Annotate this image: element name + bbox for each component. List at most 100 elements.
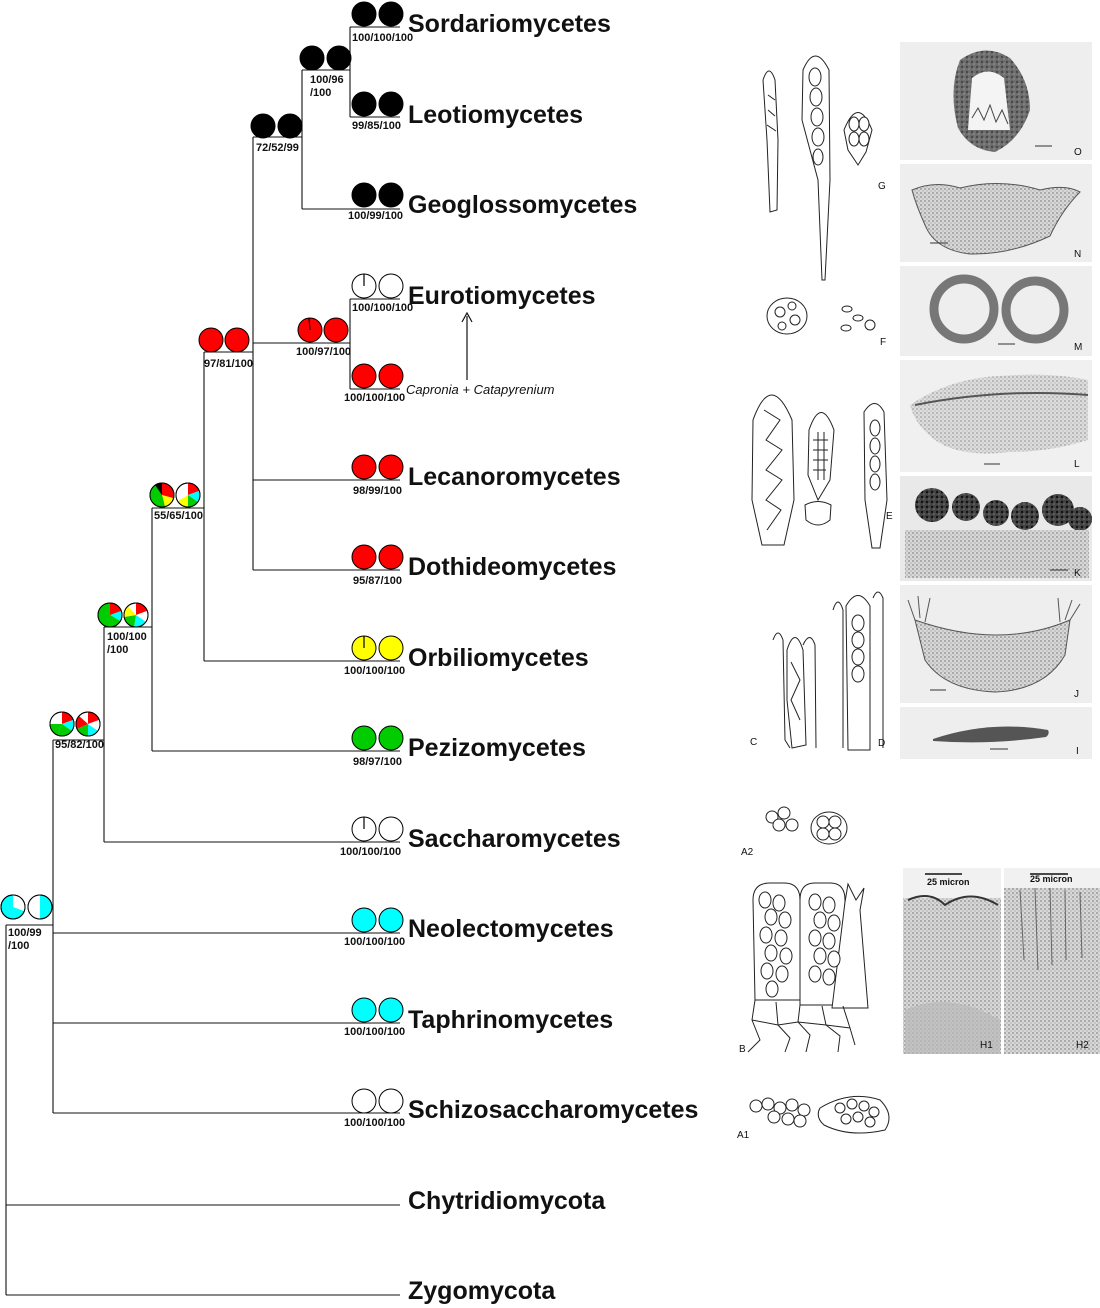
support-taphrinomycetes: 100/100/100 [344,1026,405,1038]
micrograph-o [900,42,1092,160]
drawing-g-asci [762,55,873,281]
pie-neolecto-2 [378,907,404,933]
pie-node-saccharo-group-2 [75,711,101,737]
pie-node-root-2 [27,894,53,920]
pie-pezizo-1 [351,725,377,751]
pie-node-sord-leot-1 [299,45,325,71]
panel-label-c: C [750,737,757,748]
drawing-cd-asci [772,591,884,751]
tip-pies-dothideomycetes [351,544,404,570]
pie-node-euro-1 [297,317,323,343]
support-node-root-line2: /100 [8,940,29,952]
taxon-lecanoromycetes: Lecanoromycetes [408,463,621,491]
pie-sordario-2 [378,1,404,27]
taxon-saccharomycetes: Saccharomycetes [408,825,621,853]
pie-capronia-1 [351,363,377,389]
tip-pie-symbols [351,1,404,1114]
pie-taphrino-2 [378,997,404,1023]
tip-pies-eurotiomycetes [351,273,404,299]
taxon-leotiomycetes: Leotiomycetes [408,101,583,129]
tip-pies-taphrinomycetes [351,997,404,1023]
pie-node-saccharo-group-1 [49,711,75,737]
support-node-leot-geog: 72/52/99 [256,142,299,154]
panel-label-o: O [1074,147,1082,158]
scale-label-h1: 25 micron [927,877,970,887]
support-capronia-clade: 100/100/100 [344,392,405,404]
panel-label-k: K [1074,568,1081,579]
panel-label-i: I [1076,746,1079,757]
pie-pezizo-2 [378,725,404,751]
arrow-up-icon [461,311,473,323]
support-sordariomycetes: 100/100/100 [352,32,413,44]
pie-leotio-2 [378,91,404,117]
tip-pies-sordariomycetes [351,1,404,27]
capronia-annotation: Capronia + Catapyrenium [406,311,555,397]
panel-label-d: D [878,738,885,749]
support-orbiliomycetes: 100/100/100 [344,665,405,677]
taxon-schizosaccharomycetes: Schizosaccharomycetes [408,1096,698,1124]
panel-label-n: N [1074,249,1081,260]
support-node-orbilio-group: 55/65/100 [154,510,203,522]
drawing-b-asci [747,882,869,1053]
tip-pies-leotiomycetes [351,91,404,117]
node-support-values: 100/96 /100 72/52/99 100/97/100 97/81/10… [8,74,351,952]
pie-saccharo-2 [378,816,404,842]
tip-pies-saccharomycetes [351,816,404,842]
taxon-dothideomycetes: Dothideomycetes [408,553,616,581]
taxon-sordariomycetes: Sordariomycetes [408,10,611,38]
support-schizosaccharomycetes: 100/100/100 [344,1117,405,1129]
taxon-zygomycota: Zygomycota [408,1277,556,1305]
tip-support-values: 100/100/100 99/85/100 100/99/100 100/100… [340,32,413,1129]
pie-geoglosso-2 [378,182,404,208]
tip-pies-orbiliomycetes [351,635,404,661]
panel-label-f: F [880,337,886,348]
taxon-neolectomycetes: Neolectomycetes [408,915,614,943]
tip-pies-neolectomycetes [351,907,404,933]
pie-capronia-2 [378,363,404,389]
annotation-capronia: Capronia + Catapyrenium [406,382,555,397]
micrograph-panels [900,42,1100,1054]
support-node-sord-leot-line1: 100/96 [310,74,344,86]
morphology-drawings [747,55,890,1134]
pie-schizo-1 [351,1088,377,1114]
pie-lecanoro-1 [351,454,377,480]
panel-label-l: L [1074,459,1080,470]
pie-taphrino-1 [351,997,377,1023]
micrograph-j [900,585,1092,703]
micrograph-h2 [1004,868,1100,1054]
pie-sordario-1 [351,1,377,27]
drawing-a1-cells [749,1095,890,1134]
tip-pies-capronia [351,363,404,389]
support-node-euro: 100/97/100 [296,346,351,358]
pie-dothideo-2 [378,544,404,570]
tip-pies-schizosaccharomycetes [351,1088,404,1114]
panel-label-j: J [1074,689,1079,700]
support-saccharomycetes: 100/100/100 [340,846,401,858]
support-node-sord-leot-line2: /100 [310,87,331,99]
pie-node-leot-geog-2 [277,113,303,139]
pie-leotio-1 [351,91,377,117]
support-node-pezizo-group-line2: /100 [107,644,128,656]
support-node-lecanoro-group: 97/81/100 [204,358,253,370]
micrograph-h1 [903,868,1001,1054]
panel-label-g: G [878,181,886,192]
micrograph-m [900,266,1092,356]
panel-label-a2: A2 [741,847,754,858]
pie-neolecto-1 [351,907,377,933]
panel-label-m: M [1074,342,1082,353]
pie-node-pezizo-group-2 [123,602,149,628]
micrograph-i [900,707,1092,759]
node-pie-symbols [0,45,352,920]
panel-letter-labels: G O N F M L E K J C D I A2 B H1 H2 A1 25… [737,147,1089,1141]
pie-lecanoro-2 [378,454,404,480]
panel-label-a1: A1 [737,1130,750,1141]
tip-pies-pezizomycetes [351,725,404,751]
panel-label-b: B [739,1044,746,1055]
pie-node-pezizo-group-1 [97,602,123,628]
panel-label-h1: H1 [980,1040,993,1051]
support-pezizomycetes: 98/97/100 [353,756,402,768]
panel-label-e: E [886,511,893,522]
drawing-f-asci [766,297,876,335]
taxon-eurotiomycetes: Eurotiomycetes [408,282,596,310]
pie-node-sord-leot-2 [326,45,352,71]
